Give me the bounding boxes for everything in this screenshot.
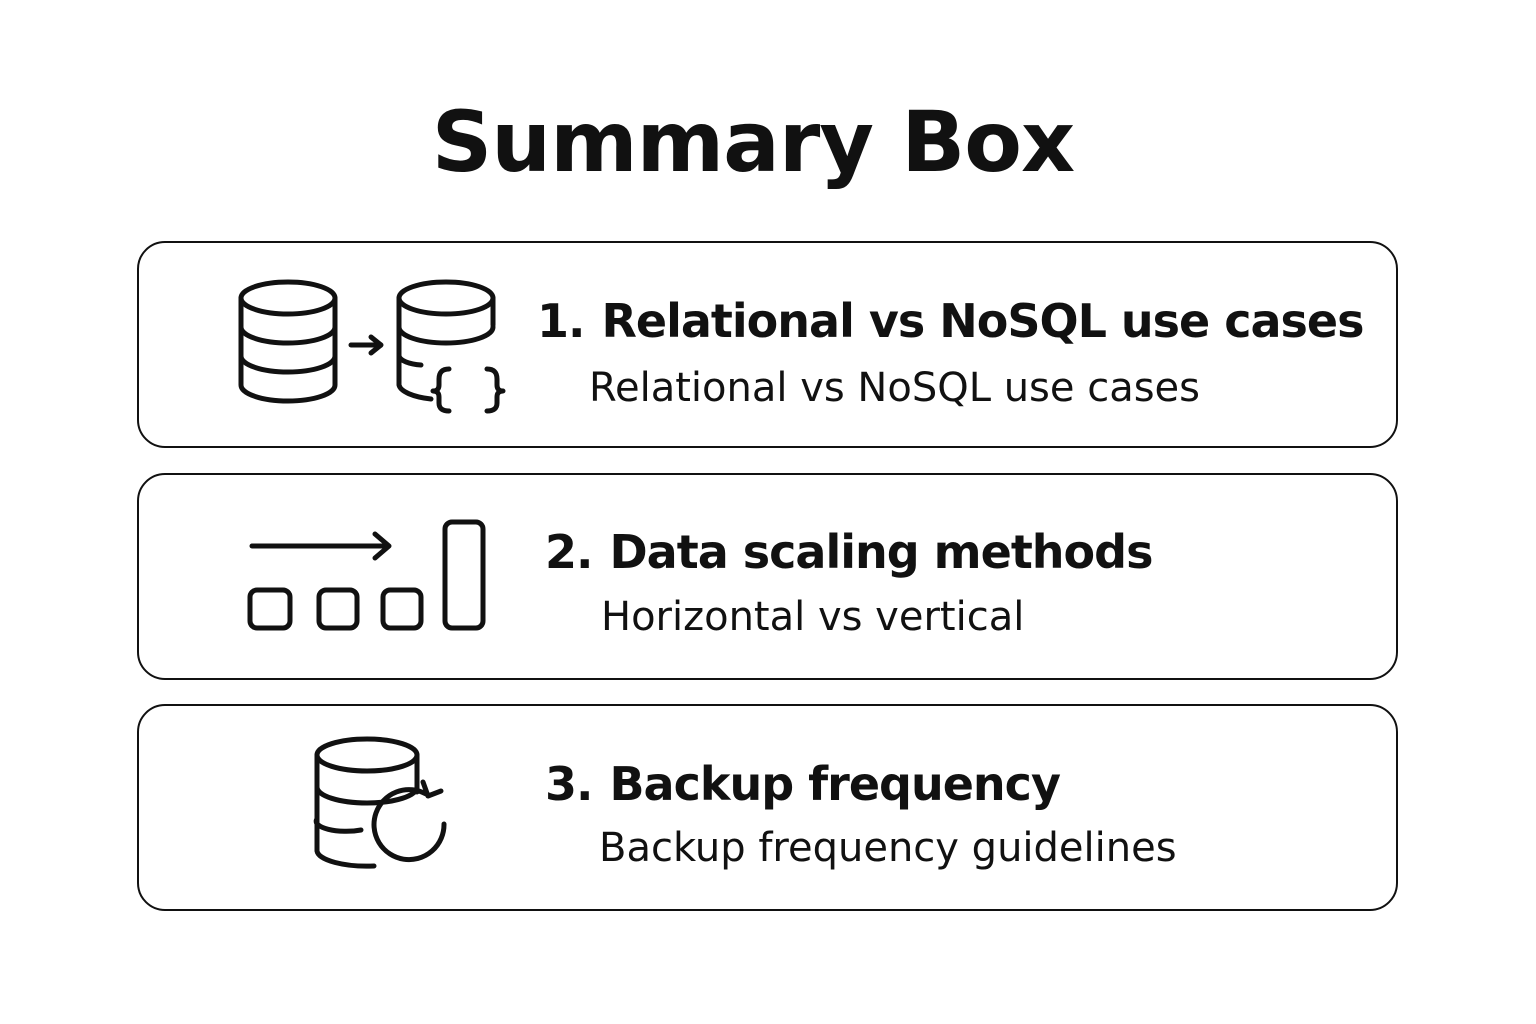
item-description: Backup frequency guidelines (599, 825, 1177, 871)
item-heading: 2. Data scaling methods (545, 524, 1154, 580)
item-number: 3. (545, 757, 593, 811)
database-refresh-icon (313, 736, 447, 869)
item-number: 2. (545, 525, 593, 579)
summary-card-backup-frequency: 3. Backup frequency Backup frequency gui… (137, 704, 1398, 911)
item-heading: 1. Relational vs NoSQL use cases (537, 293, 1365, 349)
summary-card-relational-nosql: 1. Relational vs NoSQL use cases Relatio… (137, 241, 1398, 448)
item-heading-text: Relational vs NoSQL use cases (601, 294, 1365, 348)
database-to-json-database-icon (238, 279, 506, 414)
item-number: 1. (537, 294, 585, 348)
item-heading-text: Data scaling methods (609, 525, 1154, 579)
item-description: Horizontal vs vertical (601, 594, 1025, 640)
item-heading-text: Backup frequency (609, 757, 1061, 811)
summary-card-data-scaling: 2. Data scaling methods Horizontal vs ve… (137, 473, 1398, 680)
item-heading: 3. Backup frequency (545, 756, 1061, 812)
item-description: Relational vs NoSQL use cases (589, 365, 1200, 411)
scaling-icon (247, 519, 486, 631)
page-title: Summary Box (431, 93, 1075, 191)
